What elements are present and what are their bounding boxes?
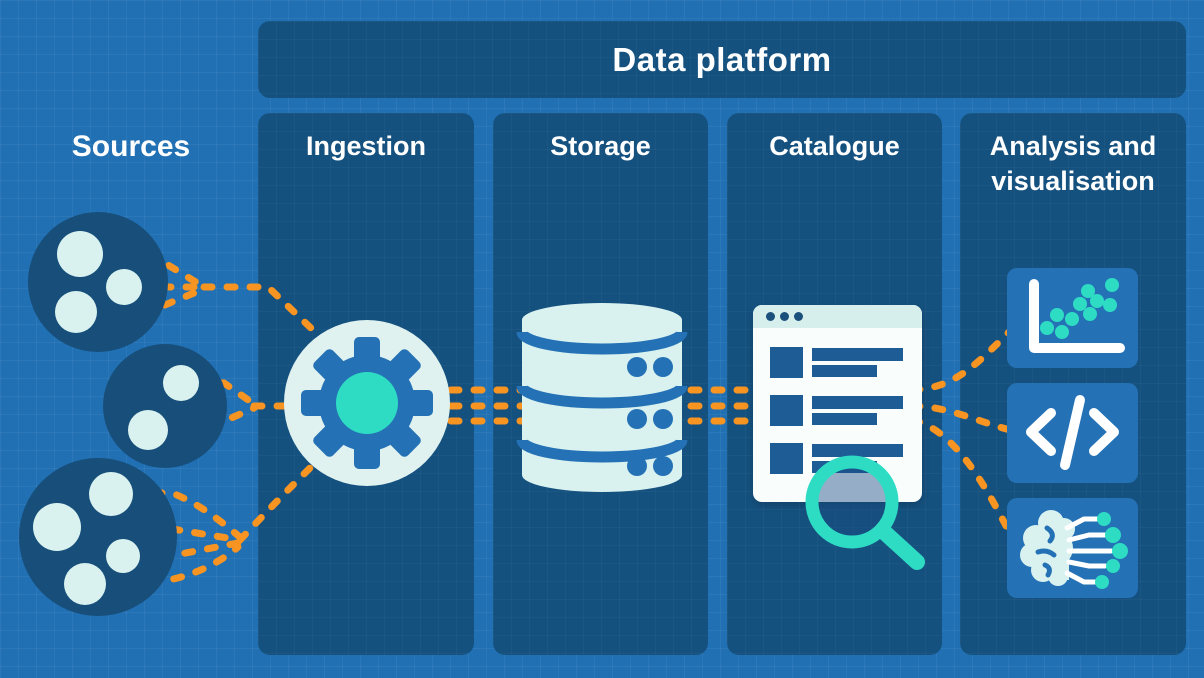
gear-icon (284, 320, 450, 486)
ml-brain-icon (1007, 498, 1138, 598)
sources-label: Sources (71, 130, 191, 163)
data-platform-header: Data platform (258, 21, 1186, 98)
data-platform-title: Data platform (612, 41, 832, 78)
database-icon (515, 295, 690, 505)
column-catalogue-title: Catalogue (769, 131, 900, 161)
column-storage-title: Storage (550, 131, 651, 161)
code-icon (1007, 383, 1138, 483)
column-ingestion-title: Ingestion (306, 131, 426, 161)
catalogue-window-icon (753, 305, 922, 502)
column-analysis-title: Analysis and visualisation (989, 131, 1157, 197)
window-controls-dots (753, 305, 922, 328)
scatter-chart-icon (1007, 268, 1138, 368)
